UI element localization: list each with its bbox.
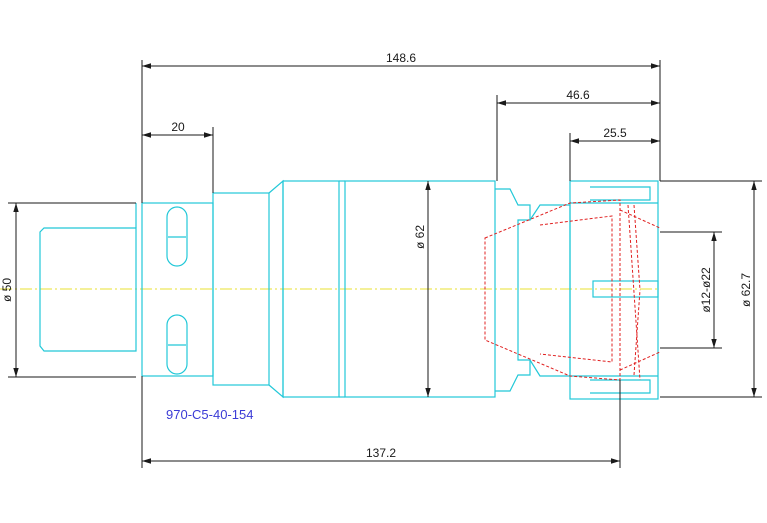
collet-hidden-lines [484,199,661,381]
label-body-length: 137.2 [366,446,396,460]
dimension-shank-dia [8,202,136,378]
label-collet-length: 46.6 [566,88,590,102]
dimension-overall [141,60,661,203]
label-collet-range: ø12-ø22 [699,267,713,313]
part-number: 970-C5-40-154 [166,407,253,422]
label-shank-length: 20 [171,120,185,134]
dimension-nut-length [569,133,660,181]
dimension-collet-range [660,231,722,349]
label-nut-dia: ø 62.7 [739,273,753,307]
dimension-collet-length [496,95,660,181]
label-body-dia: ø 62 [413,225,427,249]
label-nut-length: 25.5 [603,126,627,140]
dimension-nut-dia [660,180,762,398]
label-shank-dia: ø 50 [0,278,14,302]
label-overall-length: 148.6 [386,51,416,65]
dimension-shank-length [142,127,214,193]
dimension-body-length [141,376,621,468]
toolholder-outline [39,179,659,400]
